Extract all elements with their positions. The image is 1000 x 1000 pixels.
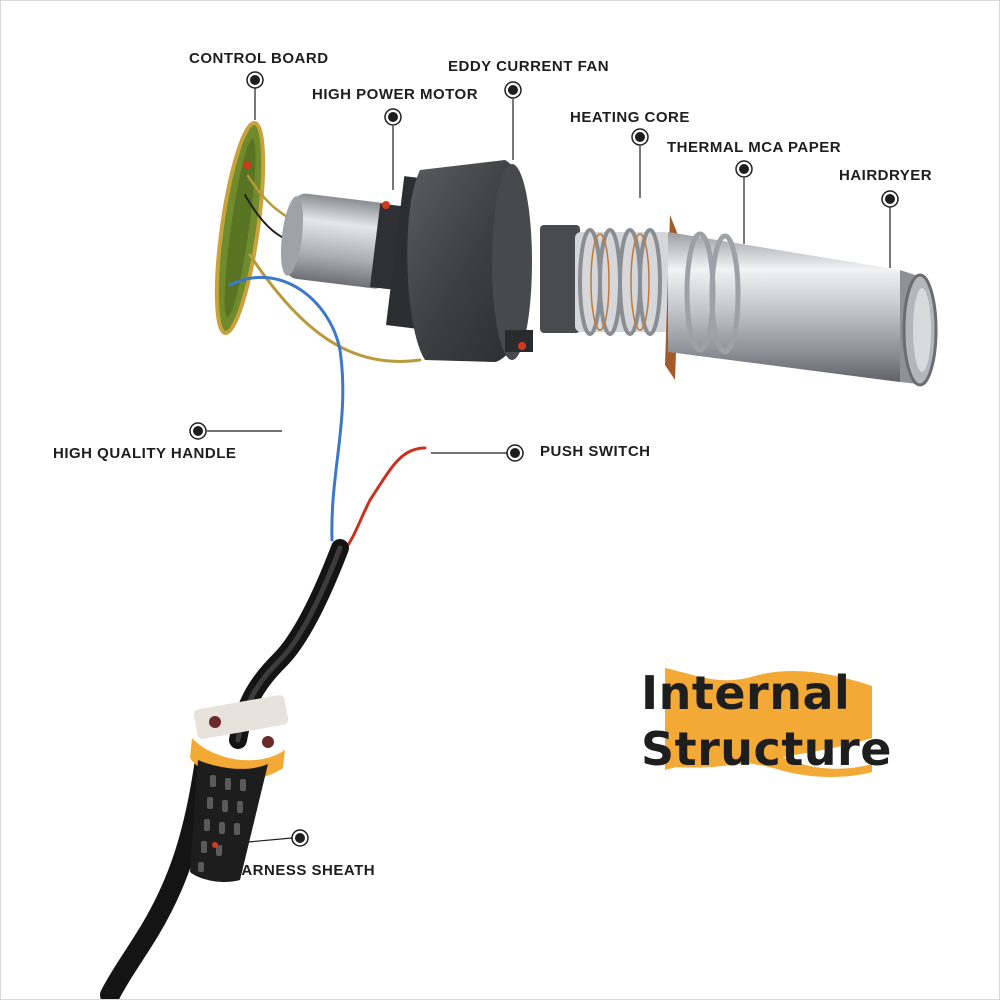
marker-icon xyxy=(631,128,649,146)
label-high-power-motor: HIGH POWER MOTOR xyxy=(312,86,479,103)
hairdryer-tube-graphic xyxy=(668,231,938,387)
label-heating-core: HEATING CORE xyxy=(570,109,690,126)
harness-sheath-graphic xyxy=(190,760,268,883)
callout-markers xyxy=(189,71,899,848)
marker-icon xyxy=(384,108,402,126)
marker-icon xyxy=(735,160,753,178)
label-thermal-mca-paper: THERMAL MCA PAPER xyxy=(667,139,842,156)
heating-core-graphic xyxy=(540,215,680,380)
title-accent-swash xyxy=(665,668,872,777)
label-hairdryer: HAIRDRYER xyxy=(839,167,933,184)
marker-icon xyxy=(504,81,522,99)
label-push-switch: PUSH SWITCH xyxy=(540,443,651,460)
title-line-2: Structure xyxy=(641,722,892,776)
marker-icon xyxy=(506,444,524,462)
marker-icon xyxy=(881,190,899,208)
marker-icon xyxy=(189,422,207,440)
label-eddy-current-fan: EDDY CURRENT FAN xyxy=(448,58,610,75)
marker-icon xyxy=(291,829,309,847)
label-high-quality-handle: HIGH QUALITY HANDLE xyxy=(53,445,237,462)
motor-graphic xyxy=(280,193,411,291)
eddy-fan-graphic xyxy=(386,160,533,362)
marker-icon xyxy=(246,71,264,89)
label-control-board: CONTROL BOARD xyxy=(189,50,329,67)
label-harness-sheath: HARNESS SHEATH xyxy=(230,862,376,879)
control-board-graphic xyxy=(214,121,266,335)
title-line-1: Internal xyxy=(641,666,851,720)
callout-lines xyxy=(207,78,891,846)
